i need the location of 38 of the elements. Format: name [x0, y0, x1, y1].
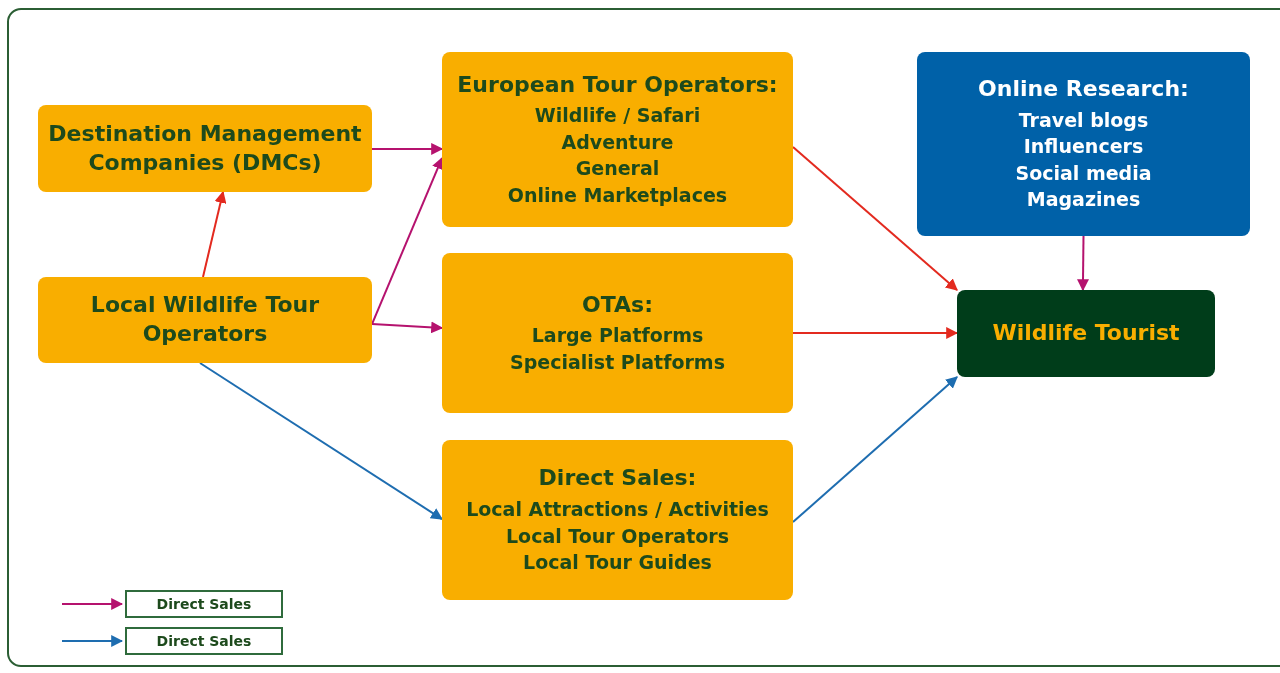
process-box — [442, 52, 793, 227]
arrow — [371, 321, 444, 334]
process-box — [38, 277, 372, 363]
box-heading: Direct Sales: — [538, 464, 697, 493]
box-heading: Wildlife Tourist — [992, 319, 1180, 348]
box-item: Adventure — [561, 129, 674, 155]
arrow — [792, 146, 958, 291]
box-item: Specialist Platforms — [510, 349, 725, 375]
legend-label: Direct Sales — [125, 590, 283, 618]
box-heading: European Tour Operators: — [457, 70, 778, 99]
box-item: Online Marketplaces — [507, 182, 728, 208]
box-item: General — [575, 156, 660, 182]
box-item: Magazines — [1026, 187, 1141, 213]
box-item: Influencers — [1023, 134, 1144, 160]
box-heading: Destination Management Companies (DMCs) — [48, 119, 362, 177]
legend-label: Direct Sales — [125, 627, 283, 655]
box-item: Wildlife / Safari — [534, 103, 701, 129]
arrow — [199, 362, 443, 521]
process-box — [917, 52, 1250, 236]
box-item: Local Tour Guides — [523, 550, 712, 576]
box-item: Travel blogs — [1018, 107, 1149, 133]
arrow — [1077, 235, 1089, 292]
arrow — [792, 327, 959, 339]
box-item: Social media — [1015, 160, 1152, 186]
box-item: Local Attractions / Activities — [466, 496, 769, 522]
process-box — [38, 105, 372, 192]
box-item: Local Tour Operators — [506, 523, 729, 549]
box-heading: OTAs: — [582, 290, 653, 319]
box-heading: Online Research: — [978, 75, 1189, 103]
process-box — [442, 253, 793, 413]
process-box — [442, 440, 793, 600]
box-heading: Local Wildlife Tour Operators — [89, 291, 321, 348]
arrow — [202, 190, 227, 278]
arrow — [371, 156, 444, 326]
arrow — [792, 376, 958, 524]
process-box — [957, 290, 1215, 377]
arrow — [371, 142, 444, 155]
box-item: Large Platforms — [531, 323, 704, 349]
